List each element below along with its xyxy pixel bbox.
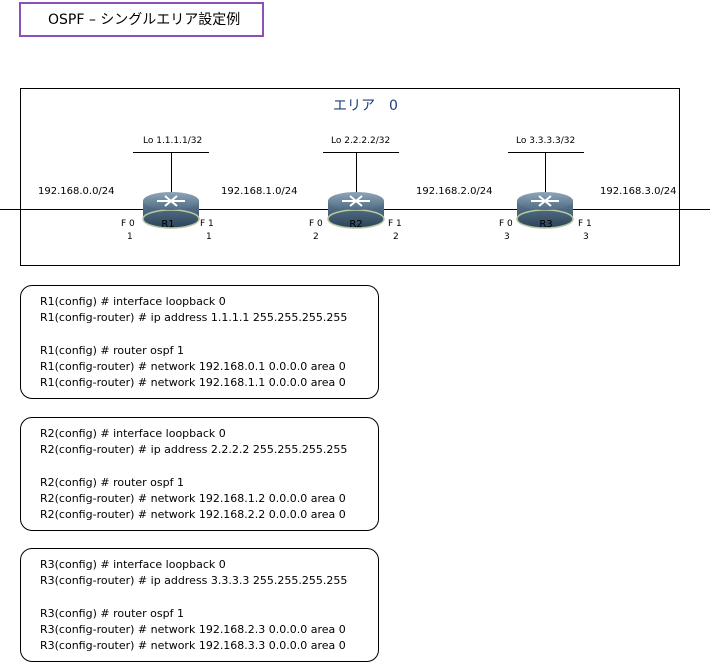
port-label-f0: F 0	[121, 219, 135, 229]
config-line: R3(config-router) # ip address 3.3.3.3 2…	[40, 574, 348, 588]
router-name-r2: R2	[349, 219, 362, 230]
config-line	[40, 459, 378, 475]
port-ip: 1	[127, 232, 133, 242]
config-line: R1(config-router) # ip address 1.1.1.1 2…	[40, 311, 348, 325]
config-line: R2(config-router) # ip address 2.2.2.2 2…	[40, 443, 348, 457]
port-label-f0: F 0	[499, 219, 513, 229]
config-line: R3(config-router) # network 192.168.3.3 …	[40, 639, 346, 653]
loopback-r3	[508, 152, 584, 197]
config-line: R3(config-router) # network 192.168.2.3 …	[40, 623, 346, 637]
config-line: R1(config-router) # network 192.168.1.1 …	[40, 376, 346, 390]
config-line	[40, 590, 378, 606]
port-ip: 2	[393, 232, 399, 242]
loopback-r1	[133, 152, 209, 197]
router-name-r3: R3	[539, 219, 552, 230]
port-label-f1: F 1	[578, 219, 592, 229]
ospf-area-box	[20, 88, 680, 266]
port-ip: 2	[313, 232, 319, 242]
loopback-label: Lo 1.1.1.1/32	[143, 136, 203, 146]
config-box-r3: R3(config) # interface loopback 0 R3(con…	[20, 548, 379, 662]
port-label-f1: F 1	[200, 219, 214, 229]
loopback-label: Lo 2.2.2.2/32	[331, 136, 391, 146]
config-line: R3(config) # interface loopback 0	[40, 558, 226, 571]
network-label: 192.168.2.0/24	[416, 186, 493, 197]
config-line: R1(config) # router ospf 1	[40, 343, 184, 357]
config-line: R2(config) # router ospf 1	[40, 475, 184, 489]
config-box-r2: R2(config) # interface loopback 0 R2(con…	[20, 417, 379, 531]
diagram-title: OSPF – シングルエリア設定例	[19, 2, 264, 37]
config-line	[40, 327, 378, 343]
network-label: 192.168.3.0/24	[600, 186, 677, 197]
area-label: エリア 0	[333, 98, 398, 114]
port-label-f0: F 0	[309, 219, 323, 229]
router-name-r1: R1	[161, 219, 174, 230]
port-ip: 1	[206, 232, 212, 242]
router-icon[interactable]	[516, 192, 574, 229]
config-line: R1(config) # interface loopback 0	[40, 295, 226, 308]
network-label: 192.168.0.0/24	[38, 186, 115, 197]
loopback-r2	[323, 152, 399, 197]
port-ip: 3	[583, 232, 589, 242]
router-icon[interactable]	[142, 192, 200, 229]
port-label-f1: F 1	[388, 219, 402, 229]
config-line: R3(config) # router ospf 1	[40, 606, 184, 620]
loopback-label: Lo 3.3.3.3/32	[516, 136, 576, 146]
config-line: R1(config-router) # network 192.168.0.1 …	[40, 360, 346, 374]
network-label: 192.168.1.0/24	[221, 186, 298, 197]
config-line: R2(config-router) # network 192.168.2.2 …	[40, 508, 346, 522]
config-line: R2(config) # interface loopback 0	[40, 427, 226, 440]
port-ip: 3	[504, 232, 510, 242]
config-line: R2(config-router) # network 192.168.1.2 …	[40, 492, 346, 506]
config-box-r1: R1(config) # interface loopback 0 R1(con…	[20, 285, 379, 399]
router-icon[interactable]	[327, 192, 385, 229]
